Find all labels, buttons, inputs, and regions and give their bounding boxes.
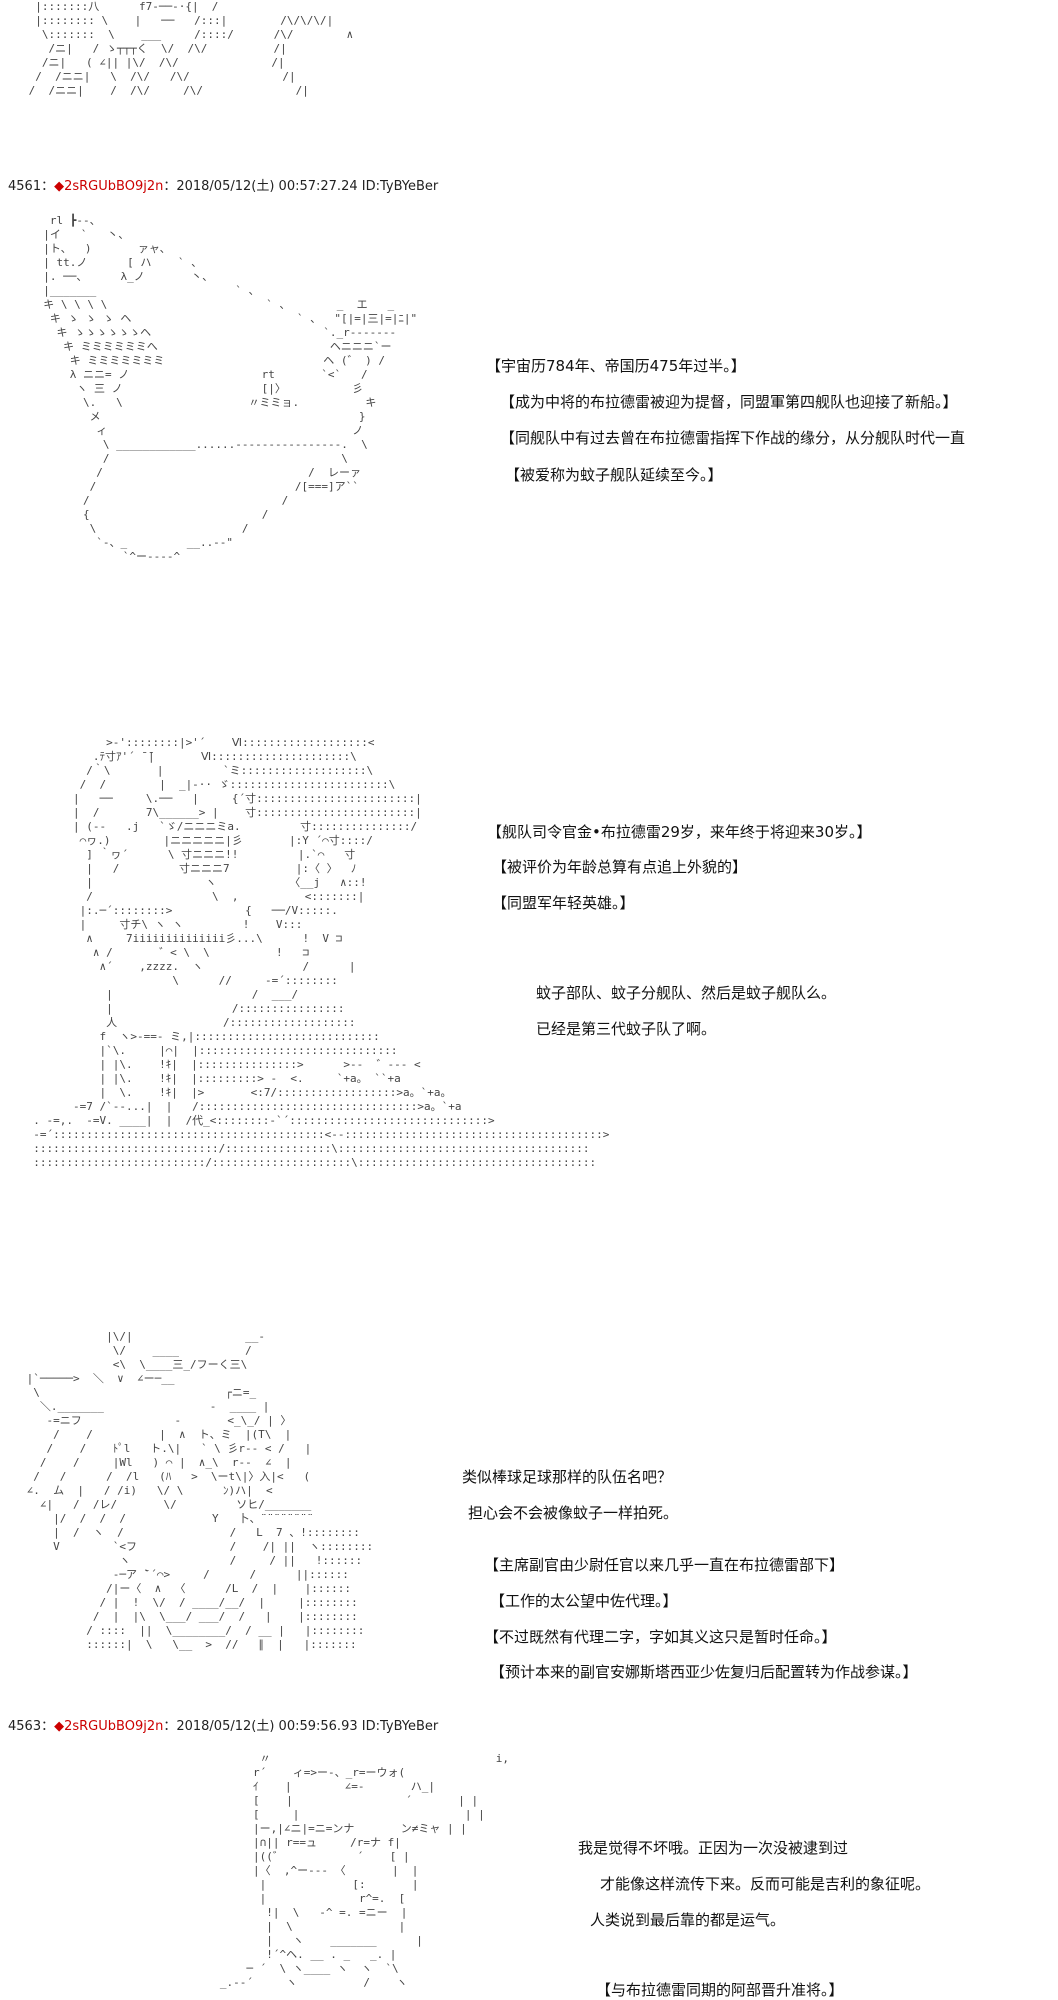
narration-line: 【不过既然有代理二字，字如其义这只是暂时任命。】 — [484, 1628, 837, 1646]
speech-line: 人类说到最后靠的都是运气。 — [590, 1911, 786, 1929]
speech-line: 我是觉得不坏哦。正因为一次没被逮到过 — [578, 1839, 849, 1857]
narration-line: 【预计本来的副官安娜斯塔西亚少佐复归后配置转为作战参谋。】 — [490, 1663, 918, 1681]
post-header: 4563：◆2sRGUbBO9j2n：2018/05/12(土) 00:59:5… — [8, 1718, 438, 1736]
narration-line: 【舰队司令官金•布拉德雷29岁，来年终于将迎来30岁。】 — [487, 823, 872, 841]
narration-line: 【工作的太公望中佐代理。】 — [490, 1592, 678, 1610]
speech-line: 已经是第三代蚊子队了啊。 — [536, 1020, 717, 1038]
narration-line: 【被爱称为蚊子舰队延续至今。】 — [505, 466, 723, 484]
ascii-art-1: rl ┣--、 |イ ` 丶、 |ト、 ) ァャ、 | tt.ノ [ ハ ` 、… — [43, 214, 418, 563]
post-number: 4561 — [8, 179, 42, 194]
speech-line: 类似棒球足球那样的队伍名吧？ — [462, 1468, 673, 1486]
post-trip[interactable]: 2sRGUbBO9j2n — [64, 179, 164, 194]
narration-line: 【被评价为年龄总算有点追上外貌的】 — [492, 858, 748, 876]
narration-line: 【同舰队中有过去曾在布拉德雷指挥下作战的缘分，从分舰队时代一直 — [500, 429, 966, 447]
post-separator: ： — [41, 179, 55, 194]
post-separator: ： — [41, 1719, 55, 1734]
narration-line: 【同盟军年轻英雄。】 — [492, 894, 635, 912]
post-header: 4561：◆2sRGUbBO9j2n：2018/05/12(土) 00:57:2… — [8, 178, 438, 196]
post-meta: ：2018/05/12(土) 00:57:27.24 ID:TyBYeBer — [163, 179, 439, 194]
trip-diamond-icon: ◆ — [54, 1719, 65, 1734]
speech-line: 担心会不会被像蚊子一样拍死。 — [468, 1504, 679, 1522]
narration-line: 【成为中将的布拉德雷被迎为提督，同盟軍第四舰队也迎接了新船。】 — [500, 393, 958, 411]
trip-diamond-icon: ◆ — [54, 179, 65, 194]
narration-line: 【宇宙历784年、帝国历475年过半。】 — [486, 357, 746, 375]
speech-line: 蚊子部队、蚊子分舰队、然后是蚊子舰队么。 — [536, 984, 837, 1002]
ascii-art-4: 〃 i, r´ ィ=>ー‐、_r=ーウォ( ｲ | ∠=- ハ_| [ | ´ … — [219, 1752, 510, 1989]
post-trip[interactable]: 2sRGUbBO9j2n — [64, 1719, 164, 1734]
speech-line: 才能像这样流传下来。反而可能是吉利的象征呢。 — [600, 1875, 931, 1893]
post-meta: ：2018/05/12(土) 00:59:56.93 ID:TyBYeBer — [163, 1719, 439, 1734]
narration-line: 【主席副官由少尉任官以来几乎一直在布拉德雷部下】 — [484, 1556, 845, 1574]
ascii-art-0: |:::::::八 f7-──-·{| / |:::::::: \ | ── /… — [28, 0, 354, 97]
ascii-art-2: >‐'::::::::|>'´ Ⅵ:::::::::::::::::::< .ﾃ… — [33, 736, 610, 1169]
ascii-art-3: |\/| __- \/ ____ / <\ \____三_/フーく三\ |`──… — [26, 1330, 374, 1651]
narration-line: 【与布拉德雷同期的阿部晋升准将。】 — [596, 1981, 844, 1999]
post-number: 4563 — [8, 1719, 42, 1734]
